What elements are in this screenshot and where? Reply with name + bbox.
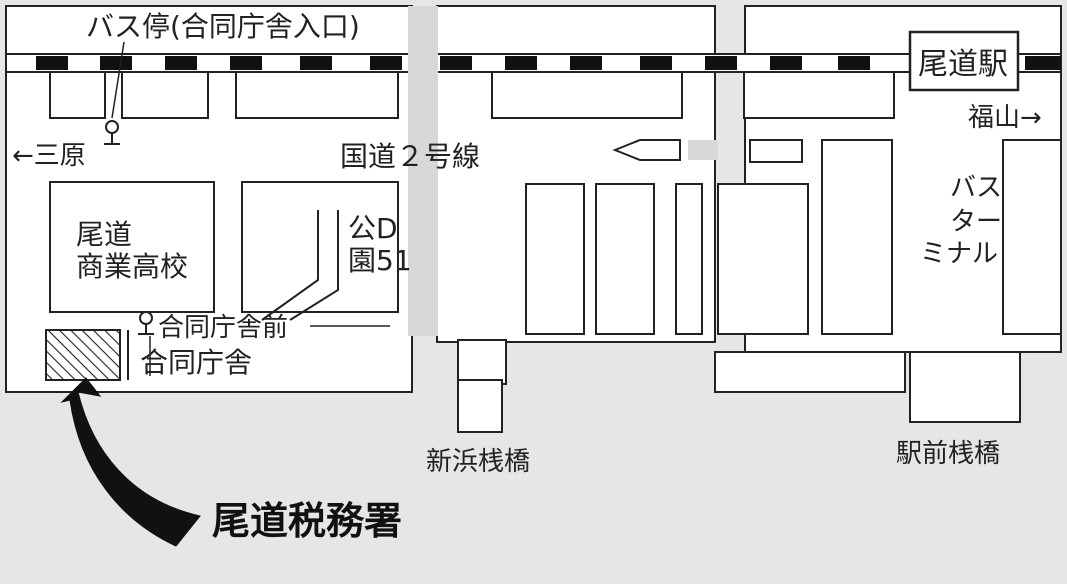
station-box (908, 30, 1020, 92)
label-park-1: 公D (348, 212, 398, 245)
label-park-2: 園51 (348, 244, 412, 277)
label-shinhama-pier: 新浜桟橋 (426, 447, 530, 477)
road-arrow-shape (612, 139, 681, 161)
bus-stop-icon (104, 120, 120, 145)
leader-lines (111, 41, 390, 376)
label-bus-stop-top: バス停(合同庁舎入口) (86, 10, 360, 43)
label-gov-building: 合同庁舎 (140, 346, 252, 379)
blocks (49, 71, 1062, 335)
label-tax-office: 尾道税務署 (212, 499, 402, 543)
gov-building-shape (45, 329, 121, 381)
railway (5, 53, 1062, 73)
label-school-1: 尾道 (76, 218, 132, 251)
park-roads (261, 210, 339, 321)
label-national-road: 国道２号線 (340, 140, 480, 173)
label-bus-stop-front: 合同庁舎前 (158, 313, 288, 343)
bus-stop-front-icon (138, 311, 154, 335)
road-gray-strips (408, 6, 718, 336)
pointer-arrow-icon (60, 377, 201, 547)
label-terminal-2: ター (950, 207, 1002, 237)
label-terminal-3: ミナル (920, 239, 998, 269)
label-school-2: 商業高校 (76, 250, 188, 283)
label-ekimae-pier: 駅前桟橋 (896, 439, 1000, 469)
label-terminal-1: バス (950, 173, 1002, 203)
label-fukuyama: 福山→ (968, 103, 1042, 133)
label-mihara: ←三原 (12, 141, 86, 171)
label-station: 尾道駅 (918, 47, 1008, 82)
